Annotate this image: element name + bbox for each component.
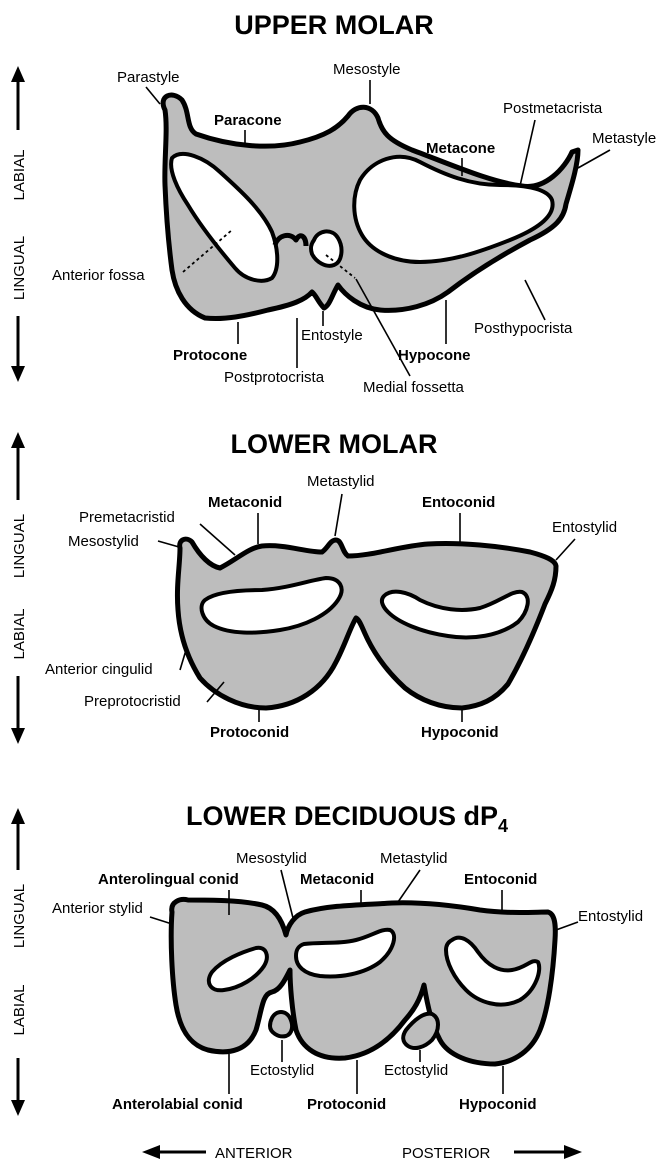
lower-label-preprotocristid: Preprotocristid — [84, 693, 181, 710]
lower-side-label-labial: LABIAL — [11, 609, 28, 660]
lower-arrow-down-head — [11, 728, 25, 744]
deciduous-label-anterior-stylid: Anterior stylid — [52, 900, 143, 917]
upper-side-label-lingual: LINGUAL — [11, 236, 28, 300]
lower-side-arrow: LINGUAL LABIAL — [11, 432, 28, 744]
upper-label-protocone: Protocone — [173, 347, 247, 364]
upper-medial-fossetta — [311, 231, 342, 265]
lower-leader-entostylid — [556, 539, 575, 560]
deciduous-label-ectostylid-1: Ectostylid — [250, 1062, 314, 1079]
deciduous-arrow-up-head — [11, 808, 25, 824]
lower-label-hypoconid: Hypoconid — [421, 724, 499, 741]
upper-label-mesostyle: Mesostyle — [333, 61, 401, 78]
lower-label-premetacristid: Premetacristid — [79, 509, 175, 526]
lower-leader-anterior-cingulid — [180, 650, 186, 670]
upper-side-arrow: LABIAL LINGUAL — [11, 66, 28, 382]
lower-deciduous-title: LOWER DECIDUOUS dP4 — [186, 801, 508, 836]
upper-molar-title: UPPER MOLAR — [234, 10, 434, 40]
deciduous-label-ectostylid-2: Ectostylid — [384, 1062, 448, 1079]
deciduous-ectostylid-anterior — [270, 1012, 292, 1036]
lower-arrow-up-head — [11, 432, 25, 448]
upper-leader-posthypocrista — [525, 280, 545, 320]
deciduous-label-metaconid: Metaconid — [300, 871, 374, 888]
lower-label-metaconid: Metaconid — [208, 494, 282, 511]
deciduous-label-anterolingual-conid: Anterolingual conid — [98, 871, 239, 888]
upper-side-label-labial: LABIAL — [11, 150, 28, 201]
upper-label-anterior-fossa: Anterior fossa — [52, 267, 145, 284]
upper-label-paracone: Paracone — [214, 112, 282, 129]
deciduous-label-entoconid: Entoconid — [464, 871, 537, 888]
deciduous-leader-anterior-stylid — [150, 917, 172, 924]
lower-molar-panel: LOWER MOLAR LINGUAL LABIAL Metastylid Me… — [11, 429, 617, 744]
lower-leader-mesostylid — [158, 541, 179, 547]
deciduous-leader-metastylid — [398, 870, 420, 902]
deciduous-arrow-down-head — [11, 1100, 25, 1116]
deciduous-label-metastylid: Metastylid — [380, 850, 448, 867]
anterior-arrow-head — [142, 1145, 160, 1159]
upper-molar-panel: UPPER MOLAR LABIAL LINGUAL Parastyle Par… — [11, 10, 656, 396]
lower-label-protoconid: Protoconid — [210, 724, 289, 741]
lower-side-label-lingual: LINGUAL — [11, 514, 28, 578]
upper-label-postprotocrista: Postprotocrista — [224, 369, 325, 386]
upper-label-metacone: Metacone — [426, 140, 495, 157]
deciduous-label-anterolabial-conid: Anterolabial conid — [112, 1096, 243, 1113]
upper-label-hypocone: Hypocone — [398, 347, 471, 364]
lower-leader-metastylid — [335, 494, 342, 536]
upper-label-parastyle: Parastyle — [117, 69, 180, 86]
upper-leader-metastyle — [578, 150, 610, 168]
deciduous-label-entostylid: Entostylid — [578, 908, 643, 925]
deciduous-side-arrow: LINGUAL LABIAL — [11, 808, 28, 1116]
axis-label-posterior: POSTERIOR — [402, 1145, 491, 1162]
posterior-arrow-head — [564, 1145, 582, 1159]
upper-arrow-up-head — [11, 66, 25, 82]
lower-molar-title: LOWER MOLAR — [231, 429, 438, 459]
lower-deciduous-title-subscript: 4 — [498, 816, 508, 836]
upper-label-posthypocrista: Posthypocrista — [474, 320, 573, 337]
upper-label-postmetacrista: Postmetacrista — [503, 100, 603, 117]
lower-leader-premetacristid — [200, 524, 235, 555]
deciduous-leader-entostylid — [556, 922, 578, 930]
upper-leader-parastyle — [146, 87, 160, 104]
axis-label-anterior: ANTERIOR — [215, 1145, 293, 1162]
upper-leader-postmetacrista — [520, 120, 535, 186]
lower-label-entoconid: Entoconid — [422, 494, 495, 511]
deciduous-side-label-labial: LABIAL — [11, 985, 28, 1036]
anterior-posterior-axis: ANTERIOR POSTERIOR — [142, 1145, 582, 1162]
upper-label-metastyle: Metastyle — [592, 130, 656, 147]
deciduous-label-mesostylid: Mesostylid — [236, 850, 307, 867]
deciduous-label-protoconid: Protoconid — [307, 1096, 386, 1113]
lower-label-mesostylid: Mesostylid — [68, 533, 139, 550]
upper-arrow-down-head — [11, 366, 25, 382]
deciduous-side-label-lingual: LINGUAL — [11, 884, 28, 948]
deciduous-leader-mesostylid — [281, 870, 294, 922]
lower-label-entostylid: Entostylid — [552, 519, 617, 536]
upper-label-entostyle: Entostyle — [301, 327, 363, 344]
lower-label-anterior-cingulid: Anterior cingulid — [45, 661, 153, 678]
lower-deciduous-panel: LOWER DECIDUOUS dP4 LINGUAL LABIAL Mesos… — [11, 801, 643, 1116]
deciduous-label-hypoconid: Hypoconid — [459, 1096, 537, 1113]
upper-label-medial-fossetta: Medial fossetta — [363, 379, 465, 396]
lower-deciduous-title-main: LOWER DECIDUOUS dP — [186, 801, 498, 831]
lower-label-metastylid: Metastylid — [307, 473, 375, 490]
